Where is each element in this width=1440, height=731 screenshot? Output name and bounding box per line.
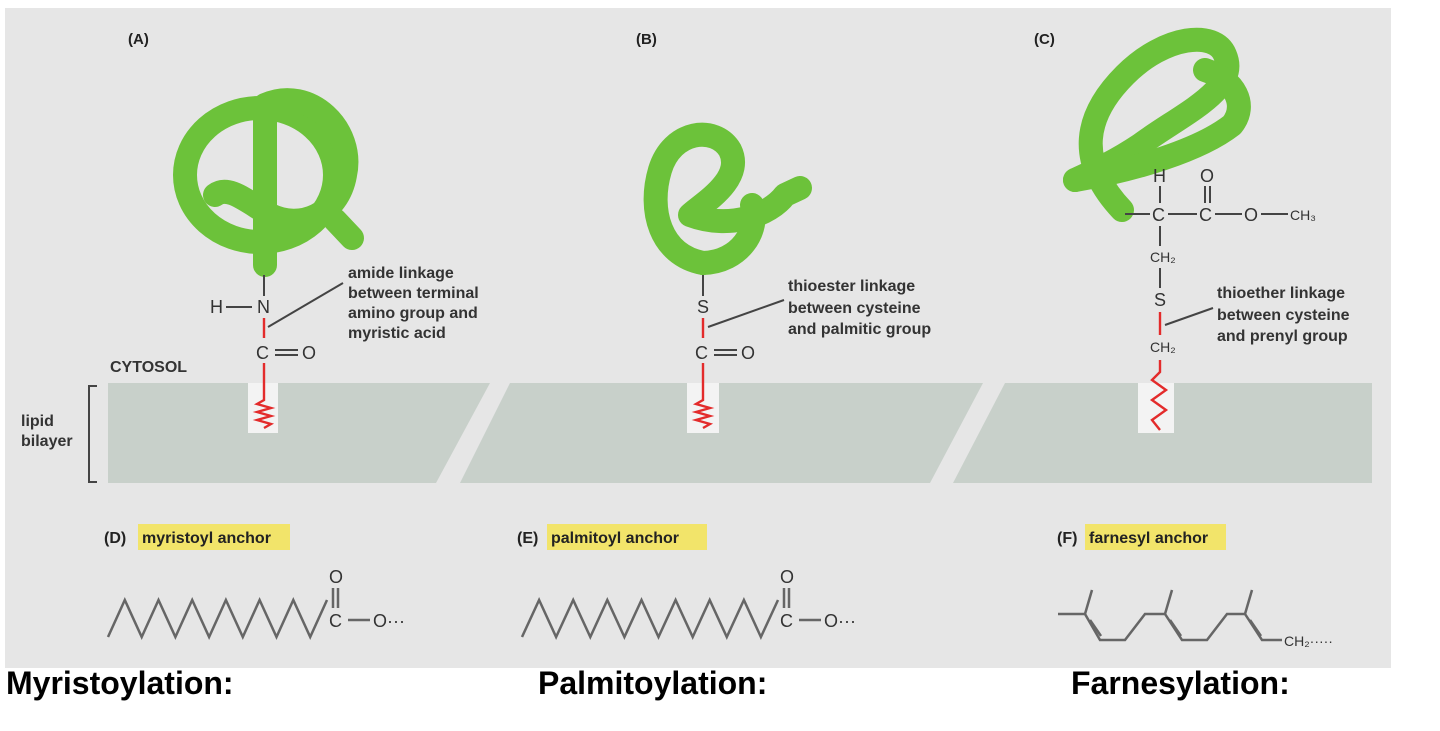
svg-text:and prenyl group: and prenyl group <box>1217 328 1348 345</box>
chem-c-O-top: O <box>1200 166 1214 186</box>
anchor-letter-d: (D) <box>104 530 126 547</box>
protein-b <box>643 122 812 275</box>
chem-c-H: H <box>1153 166 1166 186</box>
caption-palmitoylation: Palmitoylation: <box>538 665 768 701</box>
svg-text:thioether linkage: thioether linkage <box>1217 285 1345 302</box>
svg-text:C: C <box>329 611 342 631</box>
anchor-name-e: palmitoyl anchor <box>551 530 679 547</box>
membrane-segment-b <box>460 383 983 483</box>
svg-text:thioester linkage: thioester linkage <box>788 278 915 295</box>
farnesyl-structure: CH₂····· <box>1058 589 1333 649</box>
svg-text:amide linkage: amide linkage <box>348 265 454 282</box>
chem-b-C: C <box>695 343 708 363</box>
bilayer-bracket <box>88 385 97 483</box>
panel-letter-b: (B) <box>636 31 657 48</box>
svg-text:CH₂·····: CH₂····· <box>1284 633 1333 649</box>
highlight-e <box>547 524 707 550</box>
highlight-f <box>1085 524 1226 550</box>
chem-b-O: O <box>741 343 755 363</box>
cytosol-label: CYTOSOL <box>110 359 187 376</box>
svg-text:O: O <box>329 567 343 587</box>
anchor-name-f: farnesyl anchor <box>1089 530 1208 547</box>
anchor-letter-e: (E) <box>517 530 538 547</box>
svg-text:between terminal: between terminal <box>348 285 479 302</box>
svg-text:O···: O··· <box>824 611 856 631</box>
svg-text:amino group and: amino group and <box>348 305 478 322</box>
chem-c-C1: C <box>1152 205 1165 225</box>
caption-farnesylation: Farnesylation: <box>1071 665 1290 701</box>
chem-c-O-ester: O <box>1244 205 1258 225</box>
highlight-d <box>138 524 290 550</box>
myristoyl-structure: O C O··· <box>106 567 405 641</box>
svg-text:myristic acid: myristic acid <box>348 325 446 342</box>
chem-b-S: S <box>697 297 709 317</box>
note-a: amide linkage between terminal amino gro… <box>348 265 479 342</box>
bilayer-label-line2: bilayer <box>21 433 73 450</box>
anchor-letter-f: (F) <box>1057 530 1077 547</box>
chem-c-CH2-top: CH₂ <box>1150 249 1176 265</box>
note-b: thioester linkage between cysteine and p… <box>788 278 931 338</box>
panel-letter-c: (C) <box>1034 31 1055 48</box>
panel-letter-a: (A) <box>128 31 149 48</box>
protein-a <box>173 88 364 277</box>
svg-text:C: C <box>780 611 793 631</box>
protein-c <box>1063 27 1251 222</box>
chem-c-CH3: CH₃ <box>1290 207 1316 223</box>
membrane-segment-a <box>108 383 490 483</box>
anchor-name-d: myristoyl anchor <box>142 530 271 547</box>
chem-c-S: S <box>1154 290 1166 310</box>
svg-text:between cysteine: between cysteine <box>1217 307 1350 324</box>
chem-a-N: N <box>257 297 270 317</box>
svg-text:O: O <box>780 567 794 587</box>
chem-a-O: O <box>302 343 316 363</box>
caption-myristoylation: Myristoylation: <box>6 665 234 701</box>
note-c: thioether linkage between cysteine and p… <box>1217 285 1350 345</box>
svg-text:and palmitic group: and palmitic group <box>788 321 931 338</box>
chem-a-H: H <box>210 297 223 317</box>
svg-text:O···: O··· <box>373 611 405 631</box>
chem-c-CH2-bottom: CH₂ <box>1150 339 1176 355</box>
palmitoyl-structure: O C O··· <box>520 567 856 640</box>
svg-text:between cysteine: between cysteine <box>788 300 921 317</box>
chem-c-C2: C <box>1199 205 1212 225</box>
bilayer-label-line1: lipid <box>21 413 54 430</box>
chem-a-C: C <box>256 343 269 363</box>
